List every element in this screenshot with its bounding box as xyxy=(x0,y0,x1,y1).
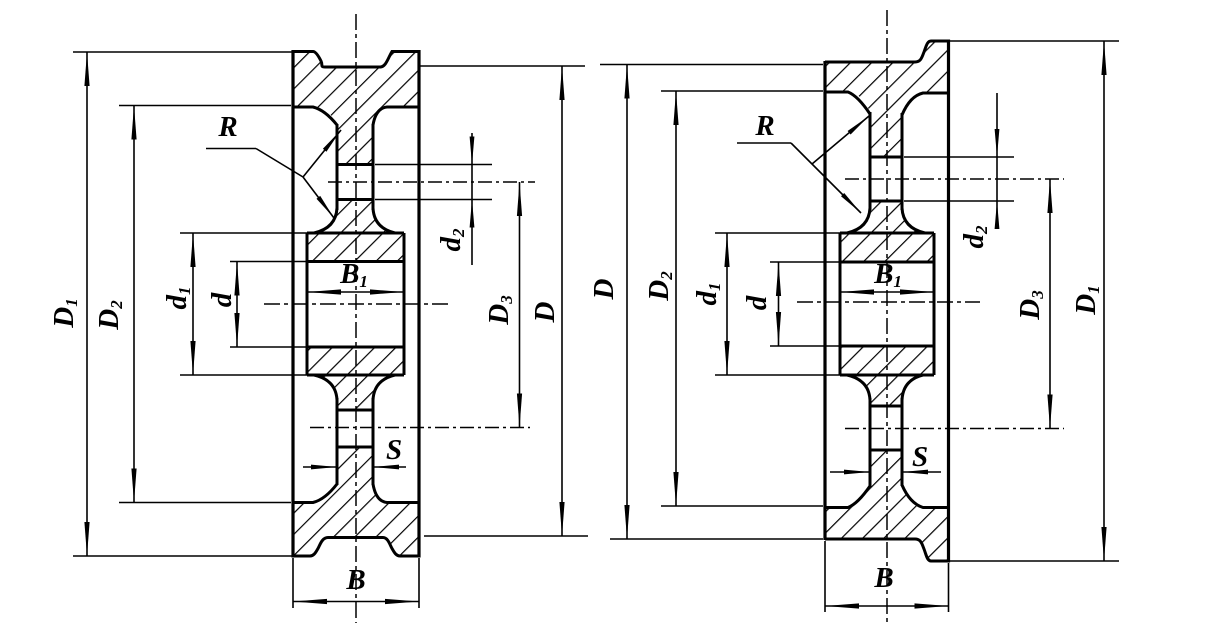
svg-text:R: R xyxy=(754,110,774,142)
svg-text:d1: d1 xyxy=(161,287,194,310)
svg-text:R: R xyxy=(217,111,237,143)
svg-text:d: d xyxy=(741,295,773,310)
svg-text:d2: d2 xyxy=(435,228,468,252)
svg-text:d2: d2 xyxy=(958,225,991,249)
svg-text:D: D xyxy=(588,278,620,300)
svg-text:D2: D2 xyxy=(93,300,126,331)
svg-text:B1: B1 xyxy=(873,258,902,291)
svg-text:B: B xyxy=(345,564,365,596)
svg-text:B: B xyxy=(873,562,893,594)
svg-text:S: S xyxy=(386,434,402,466)
svg-text:D3: D3 xyxy=(483,295,516,326)
svg-text:d1: d1 xyxy=(691,283,724,306)
svg-text:D1: D1 xyxy=(48,298,81,328)
svg-text:D: D xyxy=(529,301,561,323)
svg-text:D2: D2 xyxy=(643,271,676,302)
svg-text:S: S xyxy=(912,441,928,473)
svg-text:d: d xyxy=(206,292,238,307)
svg-text:D1: D1 xyxy=(1070,285,1103,315)
svg-text:B1: B1 xyxy=(339,258,368,291)
svg-text:D3: D3 xyxy=(1014,290,1047,321)
